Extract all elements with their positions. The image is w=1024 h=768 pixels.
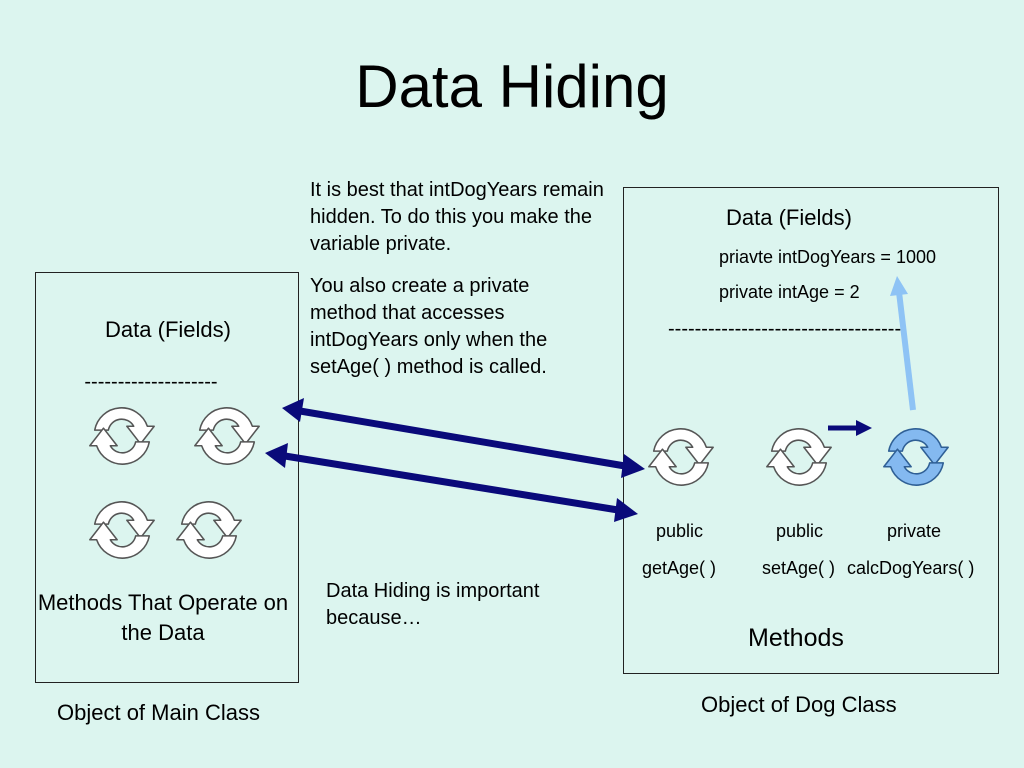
dog-divider: ----------------------------------- xyxy=(668,318,902,340)
main-fields-label: Data (Fields) xyxy=(105,317,231,342)
getage-name: getAge( ) xyxy=(642,558,717,578)
arrow-main-getage xyxy=(282,398,645,478)
dog-methods-label: Methods xyxy=(748,624,844,652)
arrow-setage-calc xyxy=(828,420,872,436)
main-object-box: Data (Fields) -------------------- Metho… xyxy=(35,272,299,683)
setage-access: public xyxy=(776,521,824,541)
main-divider: -------------------- xyxy=(84,371,218,393)
dog-object-box: Data (Fields) priavte intDogYears = 1000… xyxy=(623,187,999,674)
main-object-caption: Object of Main Class xyxy=(57,700,260,725)
dog-field-intdogyears: priavte intDogYears = 1000 xyxy=(719,247,936,267)
main-methods-label: Methods That Operate on the Data xyxy=(37,590,289,645)
setage-name: setAge( ) xyxy=(762,558,836,578)
note-bottom: Data Hiding is important because… xyxy=(326,580,540,629)
calcdogyears-name: calcDogYears( ) xyxy=(847,558,975,578)
arrow-main-setage xyxy=(265,443,638,522)
page-title: Data Hiding xyxy=(355,53,669,120)
dog-field-intage: private intAge = 2 xyxy=(719,282,860,302)
note-paragraph-2: You also create a private method that ac… xyxy=(310,275,548,378)
getage-access: public xyxy=(656,521,704,541)
calcdogyears-access: private xyxy=(887,521,942,541)
dog-object-caption: Object of Dog Class xyxy=(701,692,897,717)
dog-fields-label: Data (Fields) xyxy=(726,205,852,230)
note-paragraph-1: It is best that intDogYears remain hidde… xyxy=(310,179,604,255)
arrow-calc-intdogyears xyxy=(890,276,916,411)
